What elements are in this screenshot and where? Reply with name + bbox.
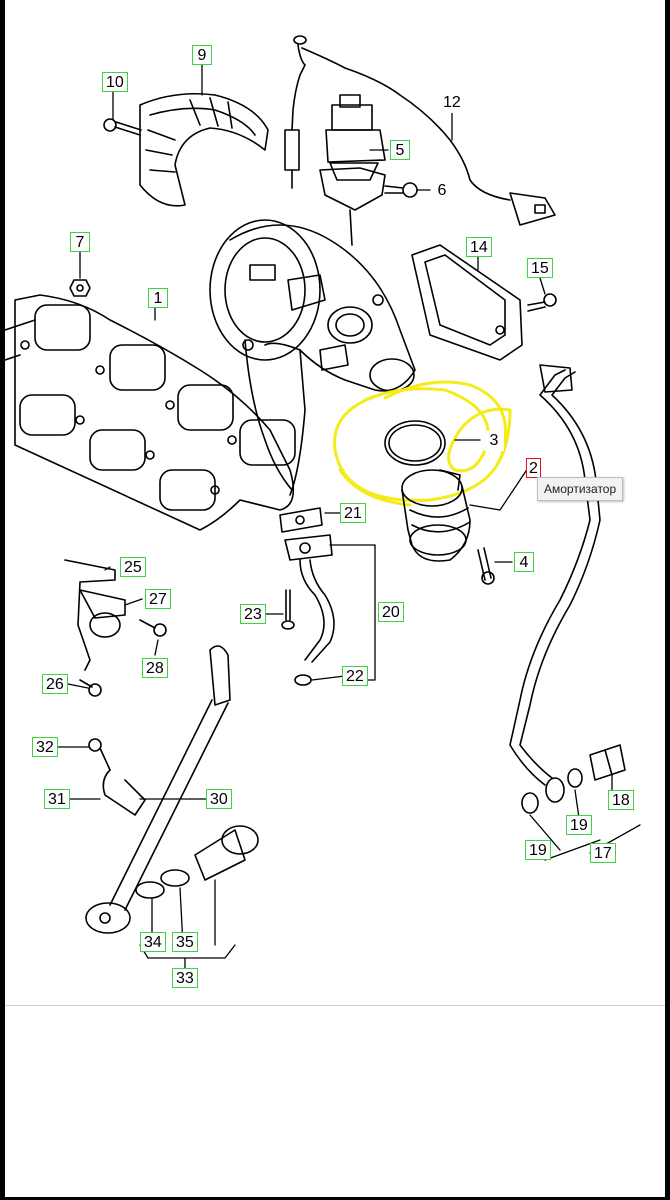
callout-35[interactable]: 35 — [172, 932, 198, 952]
callout-7[interactable]: 7 — [70, 232, 90, 252]
callout-27[interactable]: 27 — [145, 589, 171, 609]
diagram-sheet — [5, 0, 665, 1197]
bracket-14-icon — [411, 244, 557, 361]
nut-7-icon — [69, 279, 91, 297]
callout-22[interactable]: 22 — [342, 666, 368, 686]
callout-2[interactable]: 2 — [526, 458, 541, 478]
callout-18[interactable]: 18 — [608, 790, 634, 810]
callout-9[interactable]: 9 — [192, 45, 212, 65]
callout-1[interactable]: 1 — [148, 288, 168, 308]
callout-21[interactable]: 21 — [340, 503, 366, 523]
tooltip: Амортизатор — [537, 477, 624, 501]
exhaust-manifold-icon — [5, 294, 296, 531]
callout-28[interactable]: 28 — [142, 658, 168, 678]
callout-26[interactable]: 26 — [42, 674, 68, 694]
bolt-4-icon — [477, 547, 495, 585]
callout-6[interactable]: 6 — [432, 181, 452, 201]
callout-10[interactable]: 10 — [102, 72, 128, 92]
vacuum-actuator-icon — [319, 94, 418, 246]
callout-20[interactable]: 20 — [378, 602, 404, 622]
callout-14[interactable]: 14 — [466, 237, 492, 257]
leader-lines — [57, 64, 641, 973]
gasket-3-icon — [384, 420, 446, 466]
turbocharger-icon — [209, 219, 416, 496]
callout-15[interactable]: 15 — [527, 258, 553, 278]
callout-12[interactable]: 12 — [440, 93, 464, 113]
callout-4[interactable]: 4 — [514, 552, 534, 572]
callout-33[interactable]: 33 — [172, 968, 198, 988]
connection-pipe-2-icon — [401, 469, 471, 562]
callout-25[interactable]: 25 — [120, 557, 146, 577]
exploded-parts-diagram — [5, 35, 641, 973]
oil-return-pipe-icon — [279, 507, 335, 686]
callout-19-b[interactable]: 19 — [525, 840, 551, 860]
divider — [5, 1005, 665, 1006]
bolt-10-icon — [103, 118, 142, 136]
sensor-cable-icon — [284, 35, 556, 226]
clamp-bracket-icon — [64, 559, 167, 697]
callout-30[interactable]: 30 — [206, 789, 232, 809]
callout-3[interactable]: 3 — [484, 431, 504, 451]
callout-17[interactable]: 17 — [590, 843, 616, 863]
callout-23[interactable]: 23 — [240, 604, 266, 624]
callout-5[interactable]: 5 — [390, 140, 410, 160]
callout-32[interactable]: 32 — [32, 737, 58, 757]
oil-feed-line-icon — [509, 364, 626, 814]
highlight-circle-icon — [333, 380, 512, 507]
callout-19-a[interactable]: 19 — [566, 815, 592, 835]
callout-31[interactable]: 31 — [44, 789, 70, 809]
callout-34[interactable]: 34 — [140, 932, 166, 952]
heat-shield-icon — [139, 92, 269, 207]
oil-supply-pipe-icon — [85, 645, 259, 934]
